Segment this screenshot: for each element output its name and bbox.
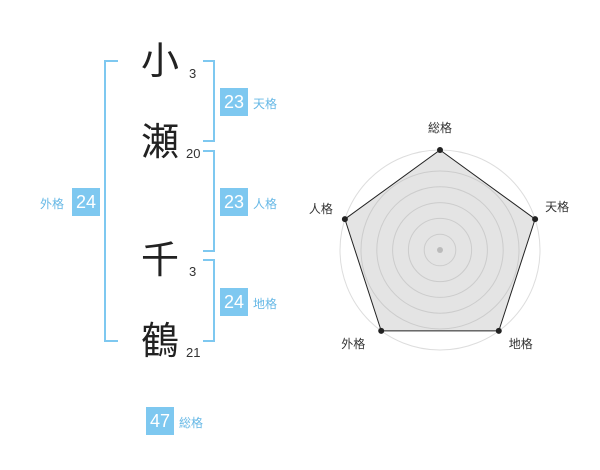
stroke-count-1: 3 (189, 66, 197, 81)
gaikaku-badge: 24 (72, 188, 100, 216)
soukaku-badge: 47 (146, 407, 174, 435)
name-char-1: 小 (141, 39, 180, 83)
tenkaku-badge: 23 (220, 88, 248, 116)
radar-ring (392, 202, 488, 298)
soukaku-label: 総格 (179, 416, 204, 430)
tenkaku-bracket (203, 60, 215, 142)
radar-point (437, 147, 443, 153)
radar-value-polygon (344, 149, 536, 332)
radar-point (378, 327, 385, 334)
tenkaku-label: 天格 (253, 97, 278, 111)
radar-axis-label: 地格 (509, 336, 533, 351)
jinkaku-badge: 23 (220, 188, 248, 216)
radar-ring (360, 170, 520, 330)
stroke-count-3: 3 (189, 264, 197, 279)
radar-ring (423, 233, 457, 267)
chikaku-bracket (203, 259, 215, 342)
name-char-3: 千 (141, 238, 180, 282)
radar-point (495, 327, 502, 334)
radar-axis-label: 人格 (309, 201, 333, 216)
chikaku-badge: 24 (220, 288, 248, 316)
gaikaku-bracket (104, 60, 118, 342)
radar-axis-label: 天格 (545, 199, 569, 214)
stroke-count-2: 20 (186, 146, 201, 161)
radar-ring (376, 186, 504, 314)
radar-axis-label: 外格 (341, 336, 365, 351)
radar-point (532, 216, 539, 223)
radar-ring (407, 217, 473, 283)
radar-center-dot (437, 247, 443, 253)
name-char-2: 瀬 (141, 120, 180, 164)
stroke-count-4: 21 (186, 345, 201, 360)
gaikaku-label: 外格 (40, 197, 65, 211)
jinkaku-bracket (203, 150, 215, 252)
radar-axis-label: 総格 (428, 120, 452, 135)
radar-point (341, 216, 348, 223)
jinkaku-label: 人格 (253, 197, 278, 211)
name-char-4: 鶴 (141, 319, 180, 363)
chikaku-label: 地格 (253, 297, 278, 311)
